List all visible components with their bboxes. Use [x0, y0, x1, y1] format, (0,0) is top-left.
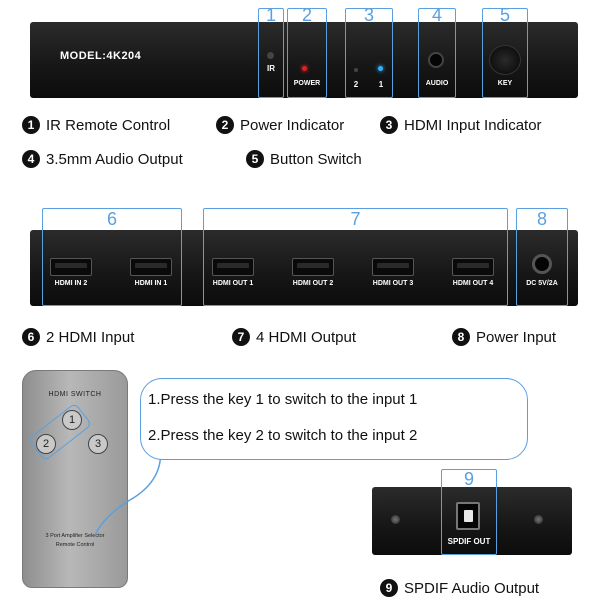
remote-key-1[interactable]: 1: [62, 410, 82, 430]
remote-control: [22, 370, 128, 588]
hdmi-out-2-label: HDMI OUT 2: [292, 280, 334, 287]
callout-number-3: 3: [363, 5, 374, 25]
instruction-line-1: 1.Press the key 1 to switch to the input…: [148, 391, 418, 408]
legend-number: 4: [22, 150, 40, 168]
spdif-port-icon: [456, 502, 480, 530]
legend-item-5: 5 Button Switch: [246, 150, 362, 168]
callout-number-5: 5: [499, 5, 510, 25]
legend-item-3: 3 HDMI Input Indicator: [380, 116, 542, 134]
hdmi-out-3-port: [372, 258, 414, 276]
remote-key-3-label: 3: [94, 438, 102, 450]
model-label: MODEL:4K204: [60, 50, 142, 62]
remote-key-2-label: 2: [42, 438, 50, 450]
power-label: POWER: [293, 80, 321, 87]
remote-key-2[interactable]: 2: [36, 434, 56, 454]
legend-item-2: 2 Power Indicator: [216, 116, 344, 134]
input-1-label: 1: [378, 80, 384, 89]
legend-item-6: 6 2 HDMI Input: [22, 328, 134, 346]
callout-box-8: [516, 208, 568, 306]
callout-number-1: 1: [265, 5, 276, 25]
key-label: KEY: [497, 80, 513, 87]
callout-box-4: [418, 8, 456, 98]
audio-jack-icon: [428, 52, 444, 68]
remote-key-1-label: 1: [68, 414, 76, 426]
power-led-icon: [302, 66, 307, 71]
callout-number-4: 4: [431, 5, 442, 25]
input-2-led-icon: [354, 68, 358, 72]
legend-number: 5: [246, 150, 264, 168]
callout-box-9: [441, 469, 497, 555]
screw-icon: [534, 515, 543, 524]
legend-text: Power Input: [476, 328, 557, 346]
legend-text: Power Indicator: [240, 116, 345, 134]
dc-label: DC 5V/2A: [526, 280, 558, 287]
front-panel: MODEL:4K204: [30, 22, 578, 98]
legend-number: 1: [22, 116, 40, 134]
callout-number-7: 7: [350, 209, 361, 229]
audio-label: AUDIO: [425, 80, 449, 87]
callout-number-8: 8: [536, 209, 547, 229]
hdmi-out-3-label: HDMI OUT 3: [372, 280, 414, 287]
connector-line: [94, 444, 162, 536]
hdmi-out-4-port: [452, 258, 494, 276]
instruction-line-2: 2.Press the key 2 to switch to the input…: [148, 427, 418, 444]
legend-text: 3.5mm Audio Output: [46, 150, 183, 168]
ir-label: IR: [267, 64, 275, 73]
legend-number: 2: [216, 116, 234, 134]
legend-number: 9: [380, 579, 398, 597]
key-button[interactable]: [489, 45, 521, 75]
callout-box-2: [287, 8, 327, 98]
hdmi-in-1-label: HDMI IN 1: [134, 280, 168, 287]
legend-item-7: 7 4 HDMI Output: [232, 328, 356, 346]
callout-box-1: [258, 8, 284, 98]
input-1-led-icon: [378, 66, 383, 71]
legend-item-1: 1 IR Remote Control: [22, 116, 170, 134]
legend-number: 8: [452, 328, 470, 346]
input-2-label: 2: [353, 80, 359, 89]
legend-text: 2 HDMI Input: [46, 328, 135, 346]
hdmi-out-4-label: HDMI OUT 4: [452, 280, 494, 287]
callout-box-6: [42, 208, 182, 306]
ir-sensor-icon: [267, 52, 274, 59]
spdif-port-label: SPDIF OUT: [447, 537, 491, 546]
callout-box-3: [345, 8, 393, 98]
screw-icon: [391, 515, 400, 524]
remote-key-3[interactable]: 3: [88, 434, 108, 454]
callout-number-6: 6: [106, 209, 117, 229]
legend-number: 6: [22, 328, 40, 346]
callout-number-9: 9: [463, 469, 474, 489]
hdmi-in-1-port: [130, 258, 172, 276]
legend-text: 4 HDMI Output: [256, 328, 357, 346]
hdmi-out-2-port: [292, 258, 334, 276]
hdmi-out-1-port: [212, 258, 254, 276]
legend-number: 7: [232, 328, 250, 346]
dc-power-jack-icon: [532, 254, 552, 274]
legend-item-9: 9 SPDIF Audio Output: [380, 579, 539, 597]
legend-text: Button Switch: [270, 150, 362, 168]
remote-footer-line1: 3 Port Amplifier Selector: [45, 533, 105, 539]
legend-text: HDMI Input Indicator: [404, 116, 542, 134]
hdmi-in-2-port: [50, 258, 92, 276]
remote-footer-line2: Remote Control: [55, 542, 95, 548]
remote-title: HDMI SWITCH: [48, 391, 102, 398]
legend-number: 3: [380, 116, 398, 134]
hdmi-in-2-label: HDMI IN 2: [54, 280, 88, 287]
legend-text: SPDIF Audio Output: [404, 579, 540, 597]
legend-item-4: 4 3.5mm Audio Output: [22, 150, 183, 168]
legend-text: IR Remote Control: [46, 116, 171, 134]
instruction-bubble: [140, 378, 528, 460]
callout-number-2: 2: [301, 5, 312, 25]
legend-item-8: 8 Power Input: [452, 328, 556, 346]
hdmi-out-1-label: HDMI OUT 1: [212, 280, 254, 287]
callout-box-5: [482, 8, 528, 98]
callout-box-7: [203, 208, 508, 306]
